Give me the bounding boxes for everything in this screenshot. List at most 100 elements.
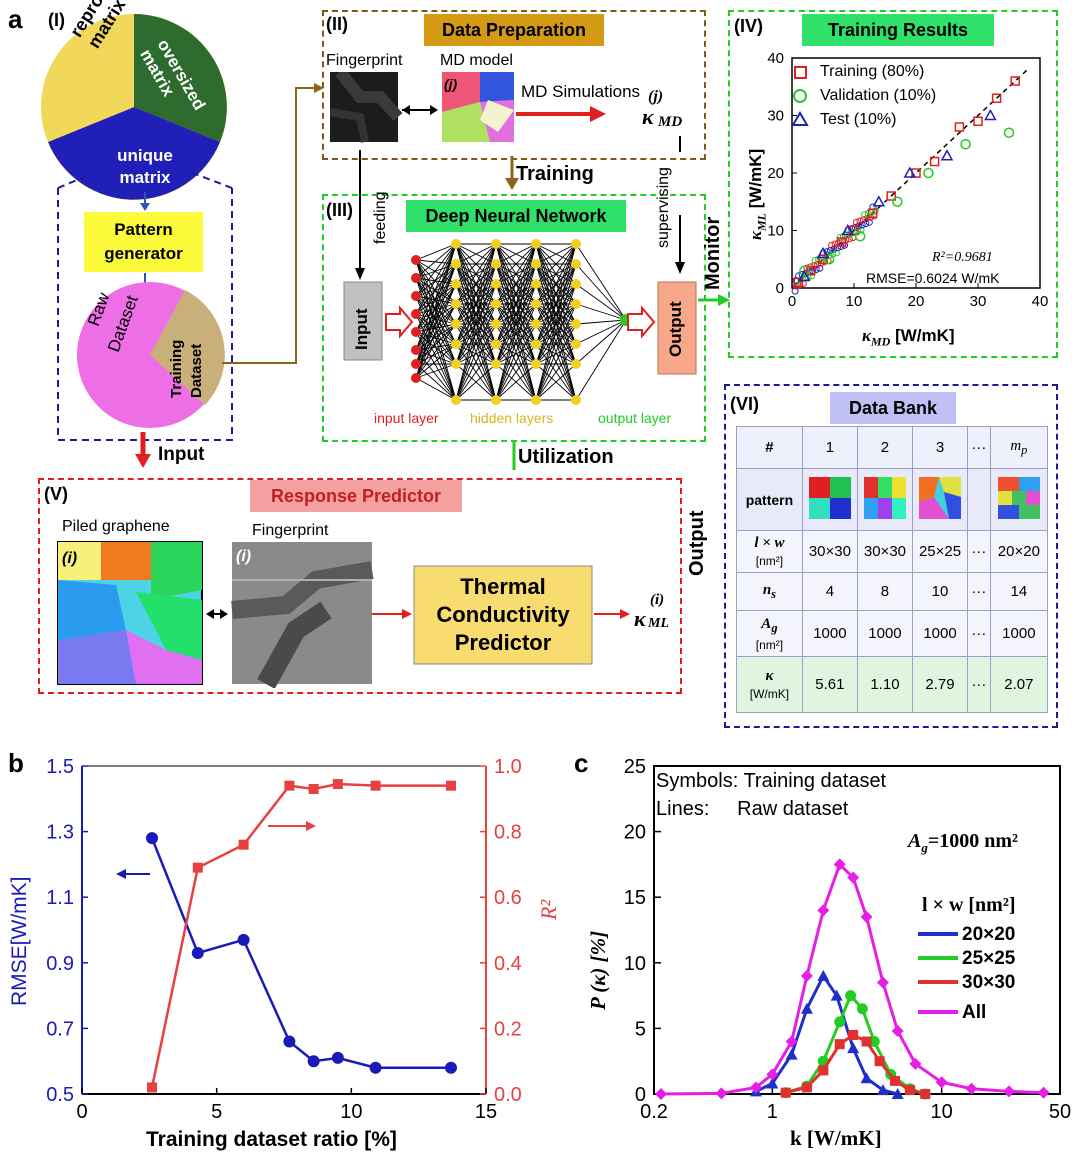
pattern-generator-label-1: Pattern [114,220,173,239]
pattern-generator-label-2: generator [104,244,183,263]
piled-graphene-label: Piled graphene [62,518,170,535]
c-ytick-label: 20 [624,822,646,844]
panel-c-symbols-note: Symbols: Training dataset [656,770,887,792]
iv-test-point [872,195,886,207]
nn-edge [415,283,457,315]
hidden-node [571,395,581,405]
nn-edge [535,243,577,401]
c-point [891,1025,904,1038]
nn-edge [535,343,577,401]
nn-edge [495,243,537,325]
iv-xtick-label: 40 [1032,293,1049,310]
nn-edge [535,363,577,401]
iv-cloud-point [859,216,867,224]
db-header-2: 2 [856,426,913,469]
fingerprint-img-i: (i) [236,548,252,565]
nn-edge [415,343,457,379]
b-ytick-right-label: 1.0 [494,756,522,778]
input-node [411,273,421,283]
iv-test-point [798,269,811,282]
panel-c-letter: c [574,748,589,778]
nn-edge [415,313,457,365]
hidden-node [451,395,461,405]
db-header-dots: ··· [967,426,991,469]
db-row-kappa-label: κ[W/mK] [736,656,803,713]
iv-training-point [793,277,803,287]
panel-c-ag-note: Ag=1000 nm² [908,830,1019,855]
c-point [935,1076,948,1089]
nn-edge [415,377,457,401]
db-header-1: 1 [801,426,858,469]
nn-edge [415,363,457,401]
iv-xtick-label: 10 [846,293,863,310]
iv-ytick-label: 40 [767,50,784,67]
b-r2-point [192,862,203,873]
nn-edge [455,363,497,401]
hidden-layers-label: hidden layers [470,410,554,426]
db-kappa-3: 2.79 [911,656,969,713]
panel-c-legend-20: 20×20 [962,924,1016,945]
b-rmse-point [331,1051,344,1064]
nn-edge [415,363,457,379]
hidden-node [451,319,461,329]
hidden-node [491,239,501,249]
iv-training-point [1010,76,1020,86]
hidden-node [491,395,501,405]
iv-cloud-point [863,214,871,222]
nn-edge [455,243,497,305]
db-kappa-2: 1.10 [856,656,913,713]
c-xtick-label: 1 [767,1101,778,1123]
c-point [766,1068,779,1081]
hidden-node [491,359,501,369]
nn-edge [415,263,457,365]
c-point [800,969,813,982]
nn-edge [415,243,457,379]
nn-edge [495,263,537,401]
c-point [800,1002,813,1014]
iv-cloud-point [811,257,819,265]
nn-edge [455,283,497,401]
c-line-25×25 [785,992,926,1096]
b-ytick-left-label: 1.1 [46,887,74,909]
nn-edge [415,323,457,379]
hidden-node [571,279,581,289]
b-ytick-right-label: 0.8 [494,822,522,844]
nn-edge [535,243,577,365]
c-line-30×30 [785,1033,926,1096]
kappa-md-sup: (j) [648,88,664,105]
nn-edge [495,243,537,305]
hidden-node [531,359,541,369]
nn-edge [535,263,577,401]
dnn-arrows [355,150,730,470]
iv-cloud-point [830,245,838,253]
hidden-node [531,339,541,349]
b-r2-point [308,783,319,794]
c-point [715,1087,728,1100]
iv-ylabel: κML [W/mK] [746,148,769,240]
iv-validation-point [823,254,835,265]
b-ytick-left-label: 0.9 [46,953,74,975]
kappa-md-symbol: κ [642,104,654,129]
dnn-frame [322,194,706,442]
panel-c-legend-30: 30×30 [962,972,1016,993]
input-node [411,359,421,369]
panel-c-legend-all: All [962,1002,987,1023]
c-point [785,1035,798,1048]
b-rmse-point [191,946,204,959]
iv-test-point [940,149,954,161]
iv-training-point [954,122,965,132]
output-box-label: Output [666,301,685,357]
nn-edge [415,313,457,345]
panel-c-ylabel: P (κ) [%] [586,930,610,1010]
nn-edge [535,283,577,401]
b-xtick-label: 15 [475,1101,497,1123]
c-point [861,1036,872,1047]
c-point [655,1088,668,1100]
db-header-hash: # [736,426,803,469]
iv-cloud-point [816,264,824,272]
nn-edge [415,323,457,351]
nn-edge [415,313,457,325]
db-lw-3: 25×25 [911,530,969,573]
